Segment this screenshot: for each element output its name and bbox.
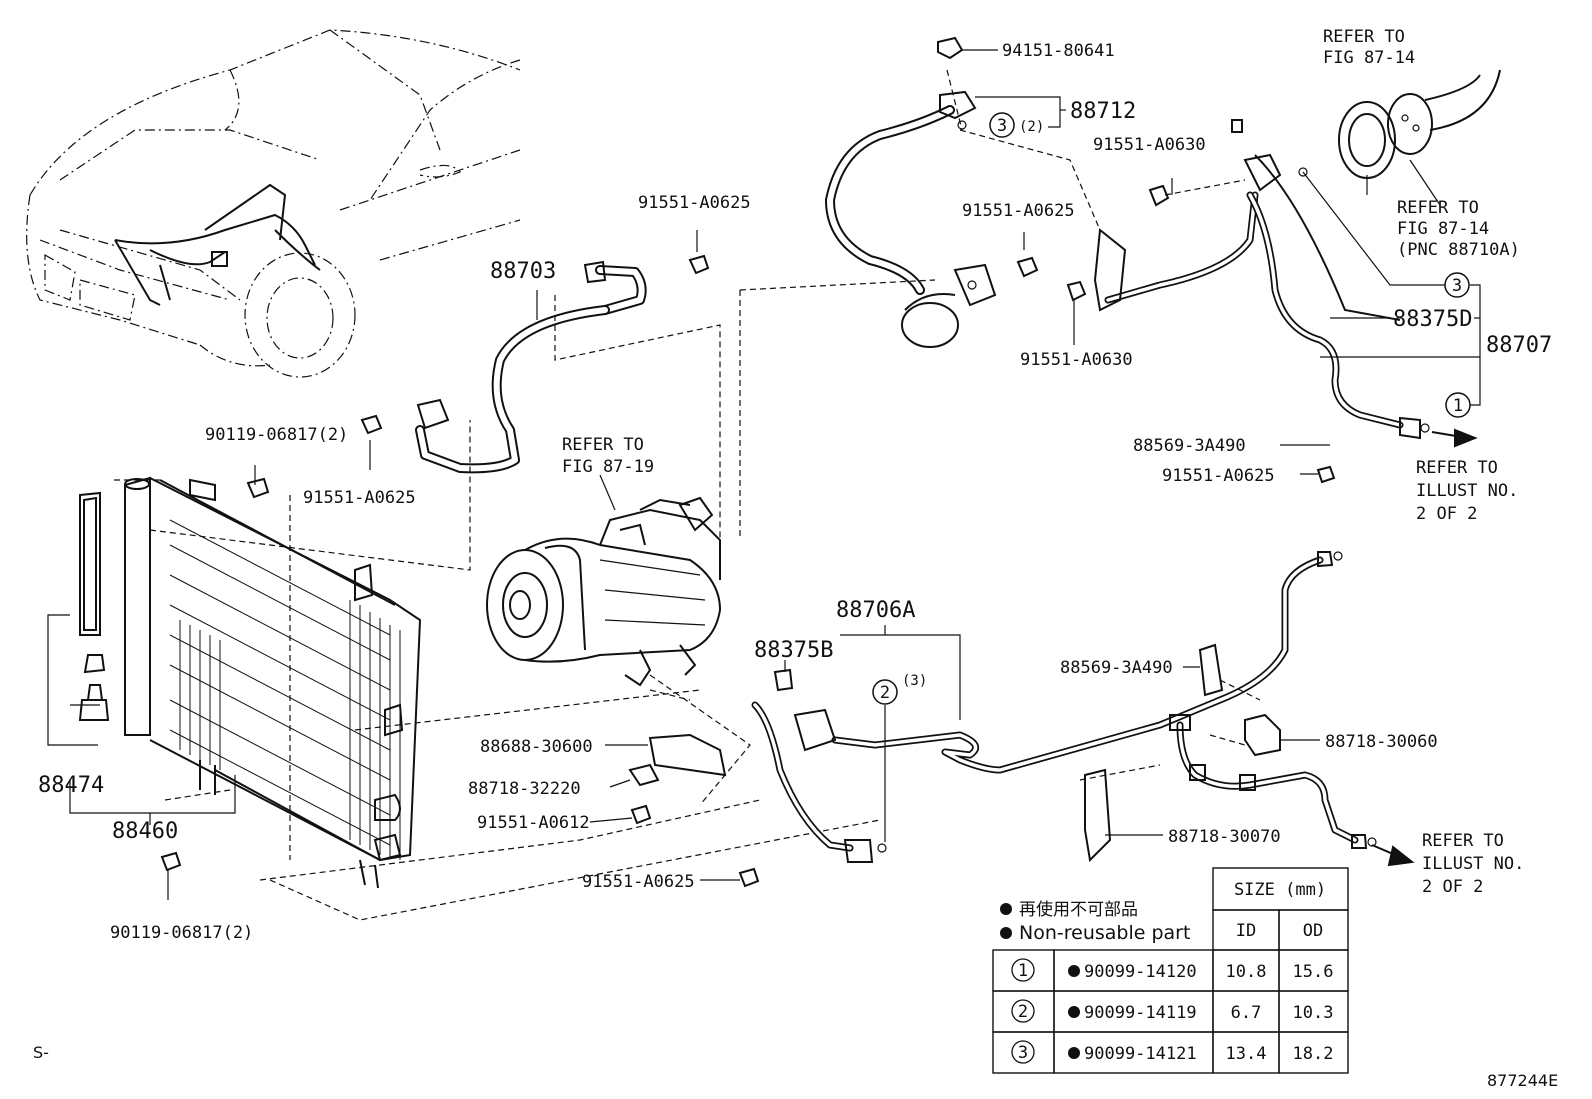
dryer-parts <box>78 491 110 721</box>
callout-2-mid: 2 <box>872 679 898 705</box>
legend: 再使用不可部品 Non-reusable part <box>1000 899 1190 944</box>
label-88712: 88712 <box>1070 99 1136 124</box>
label-88712-note: (2) <box>1019 119 1044 135</box>
label-88375b: 88375B <box>754 638 833 663</box>
row-part-number: 90099-14119 <box>1084 1003 1197 1023</box>
table-row: 1 90099-14120 10.8 15.6 <box>992 949 1349 992</box>
pipe-88707 <box>1093 119 1430 440</box>
hose-88712 <box>825 69 1101 348</box>
label-91551-a0630-top: 91551-A0630 <box>1093 135 1206 155</box>
label-refer-87-14-b-line1: REFER TO <box>1397 198 1479 218</box>
row-ref: 3 <box>1018 1043 1028 1063</box>
callout-3-top: 3 <box>989 112 1015 138</box>
row-ref-circle <box>1011 958 1035 982</box>
label-88718-30060: 88718-30060 <box>1325 732 1438 752</box>
callout-3-right: 3 <box>1444 272 1470 298</box>
label-91551-a0625-right: 91551-A0625 <box>1162 466 1275 486</box>
label-94151-80641: 94151-80641 <box>1002 41 1115 61</box>
callout-number: 2 <box>880 683 890 703</box>
size-table: SIZE (mm) ID OD 1 90099-14120 10.8 15.6 … <box>992 867 1349 1074</box>
table-header-od: OD <box>1303 921 1323 941</box>
label-88688-30600: 88688-30600 <box>480 737 593 757</box>
row-bullet <box>1068 1047 1080 1059</box>
row-ref: 2 <box>1018 1002 1028 1022</box>
bolts <box>160 36 1336 888</box>
row-id: 13.4 <box>1226 1044 1267 1064</box>
label-88706a-note: (3) <box>902 673 927 689</box>
legend-bullet-en <box>1000 927 1012 939</box>
brackets <box>628 674 751 806</box>
label-90119-06817-top: 90119-06817(2) <box>205 425 348 445</box>
label-refer-illust-b-line1: REFER TO <box>1422 831 1504 851</box>
label-88718-32220: 88718-32220 <box>468 779 581 799</box>
label-refer-87-19-line2: FIG 87-19 <box>562 457 654 477</box>
callout-1-right: 1 <box>1445 392 1471 418</box>
legend-en: Non-reusable part <box>1019 922 1190 944</box>
label-88474: 88474 <box>38 773 104 798</box>
hose-88703 <box>415 260 647 474</box>
page-marker: S- <box>33 1043 49 1062</box>
row-id: 6.7 <box>1231 1003 1262 1023</box>
row-ref-circle <box>1011 999 1035 1023</box>
figure-id: 877244E <box>1487 1071 1558 1090</box>
label-88707: 88707 <box>1486 333 1552 358</box>
label-refer-illust-a-line3: 2 OF 2 <box>1416 504 1477 524</box>
label-88569-3a490-mid: 88569-3A490 <box>1060 658 1173 678</box>
pipe-88706A <box>751 551 1377 863</box>
row-od: 10.3 <box>1293 1003 1334 1023</box>
row-part-number: 90099-14120 <box>1084 962 1197 982</box>
row-bullet <box>1068 1006 1080 1018</box>
condenser <box>110 420 881 921</box>
callout-number: 3 <box>1452 276 1462 296</box>
table-header-id: ID <box>1236 921 1256 941</box>
label-refer-87-14-a-line2: FIG 87-14 <box>1323 48 1415 68</box>
row-od: 15.6 <box>1293 962 1334 982</box>
label-refer-87-19-line1: REFER TO <box>562 435 644 455</box>
label-91551-a0625-mid: 91551-A0625 <box>962 201 1075 221</box>
compressor <box>486 279 936 687</box>
label-refer-illust-b-line3: 2 OF 2 <box>1422 877 1483 897</box>
label-88460: 88460 <box>112 819 178 844</box>
vehicle-outline <box>26 29 521 378</box>
callout-number: 3 <box>997 116 1007 136</box>
label-90119-06817-bottom: 90119-06817(2) <box>110 923 253 943</box>
label-91551-a0625-bottom: 91551-A0625 <box>582 872 695 892</box>
table-row: 2 90099-14119 6.7 10.3 <box>992 990 1349 1033</box>
label-refer-illust-a-line2: ILLUST NO. <box>1416 481 1518 501</box>
row-bullet <box>1068 965 1080 977</box>
row-ref-circle <box>1011 1040 1035 1064</box>
label-88375d: 88375D <box>1393 307 1472 332</box>
legend-jp: 再使用不可部品 <box>1019 899 1138 920</box>
label-91551-a0625-left: 91551-A0625 <box>303 488 416 508</box>
table-header-size: SIZE (mm) <box>1234 880 1326 900</box>
part-labels: 94151-80641 88712 (2) 91551-A0630 REFER … <box>33 27 1558 1090</box>
label-91551-a0630-mid: 91551-A0630 <box>1020 350 1133 370</box>
label-refer-illust-a-line1: REFER TO <box>1416 458 1498 478</box>
callout-number: 1 <box>1453 396 1463 416</box>
table-row: 3 90099-14121 13.4 18.2 <box>992 1031 1349 1074</box>
legend-bullet-jp <box>1000 903 1012 915</box>
label-refer-87-14-b-line3: (PNC 88710A) <box>1397 240 1520 260</box>
label-91551-a0625-top: 91551-A0625 <box>638 193 751 213</box>
row-ref: 1 <box>1018 961 1028 981</box>
expansion-parts <box>1338 69 1501 179</box>
label-refer-87-14-b-line2: FIG 87-14 <box>1397 219 1489 239</box>
label-88703: 88703 <box>490 259 556 284</box>
label-refer-illust-b-line2: ILLUST NO. <box>1422 854 1524 874</box>
row-part-number: 90099-14121 <box>1084 1044 1197 1064</box>
row-od: 18.2 <box>1293 1044 1334 1064</box>
row-id: 10.8 <box>1226 962 1267 982</box>
label-88718-30070: 88718-30070 <box>1168 827 1281 847</box>
label-refer-87-14-a-line1: REFER TO <box>1323 27 1405 47</box>
condenser-core <box>169 519 401 860</box>
label-88706a: 88706A <box>836 598 915 623</box>
label-88569-3a490-top: 88569-3A490 <box>1133 436 1246 456</box>
label-91551-a0612: 91551-A0612 <box>477 813 590 833</box>
leader-lines <box>47 49 1481 900</box>
